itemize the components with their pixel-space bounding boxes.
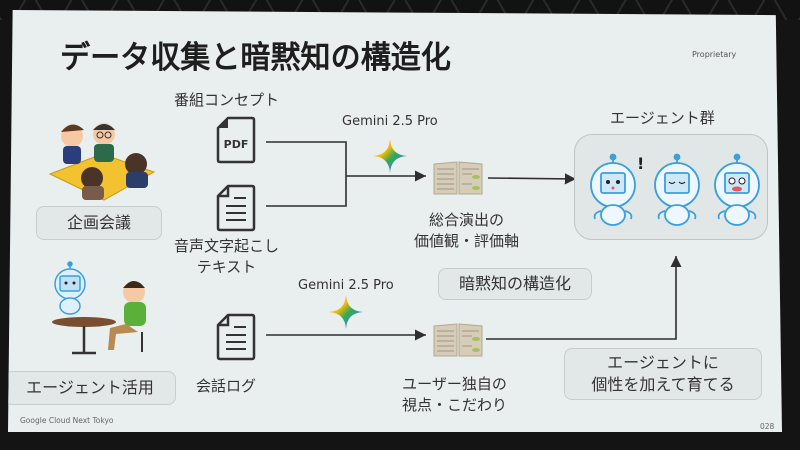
event-footer: Google Cloud Next Tokyo	[20, 416, 114, 425]
transcript-label: 音声文字起こし テキスト	[174, 237, 280, 276]
proprietary-label: Proprietary	[692, 50, 737, 59]
program-concept-label: 番組コンセプト	[174, 91, 280, 109]
knowledge-book-icon	[432, 160, 484, 196]
agent-use-illustration	[46, 261, 156, 362]
flow-connectors	[266, 141, 682, 341]
user-perspective-book-icon	[432, 322, 484, 358]
gemini-model-label-bottom: Gemini 2.5 Pro	[298, 278, 394, 293]
chat-log-document-icon	[216, 313, 256, 361]
presentation-slide: データ収集と暗黙知の構造化 Proprietary	[8, 10, 782, 432]
robot-shocked-icon	[714, 153, 760, 226]
director-values-label: 総合演出の 価値観・評価軸	[414, 211, 520, 250]
meeting-illustration	[42, 114, 162, 204]
tacit-knowledge-badge: 暗黙知の構造化	[438, 268, 592, 300]
chat-log-label: 会話ログ	[196, 377, 257, 395]
agent-use-badge: エージェント活用	[8, 371, 176, 405]
robot-calm-icon	[654, 153, 700, 226]
robot-surprised-icon: !	[590, 153, 644, 226]
agent-group-label: エージェント群	[610, 109, 715, 127]
page-number: 028	[760, 422, 775, 431]
agent-group-box: !	[574, 134, 768, 240]
svg-text:!: !	[637, 154, 644, 173]
gemini-sparkle-icon	[372, 138, 408, 174]
planning-meeting-badge: 企画会議	[36, 206, 162, 240]
transcript-document-icon	[216, 184, 256, 232]
user-perspective-label: ユーザー独自の 視点・こだわり	[402, 375, 508, 414]
gemini-sparkle-icon	[328, 294, 364, 330]
planning-meeting-label: 企画会議	[66, 213, 131, 232]
svg-text:PDF: PDF	[224, 138, 249, 151]
slide-title: データ収集と暗黙知の構造化	[60, 40, 451, 76]
grow-agent-badge: エージェントに 個性を加えて育てる	[564, 348, 762, 400]
gemini-model-label-top: Gemini 2.5 Pro	[342, 114, 438, 129]
agent-use-label: エージェント活用	[26, 378, 154, 397]
pdf-file-icon: PDF	[216, 116, 256, 164]
tacit-knowledge-label: 暗黙知の構造化	[458, 274, 571, 293]
